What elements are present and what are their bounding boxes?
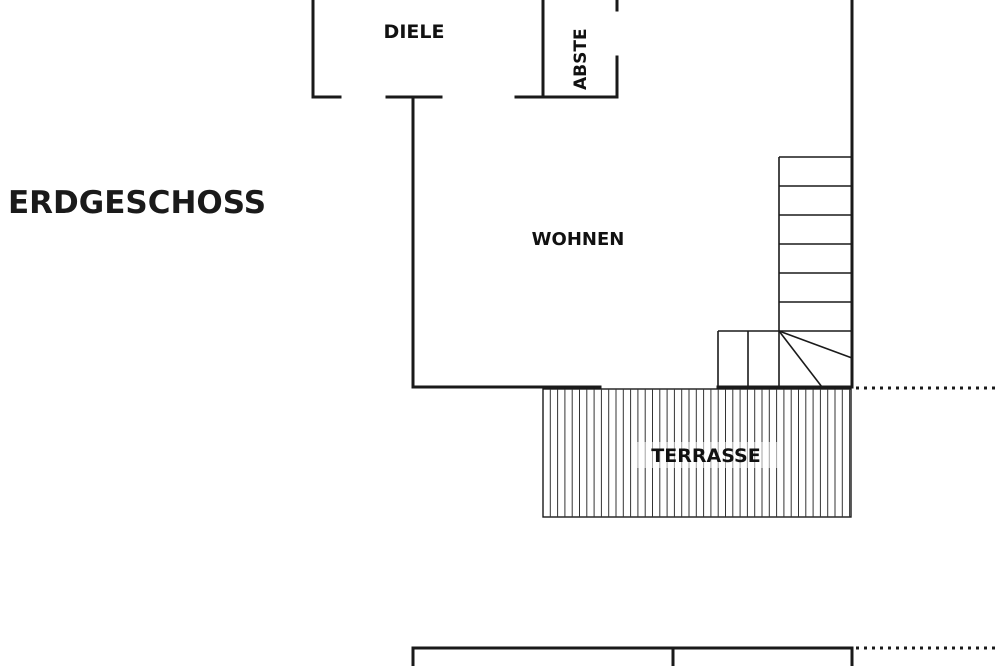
floor-title: ERDGESCHOSS [8,185,266,221]
abstell-walls [541,0,619,99]
lower-floor-walls [411,646,854,666]
room-label-terrasse: TERRASSE [651,445,760,467]
staircase [717,156,853,388]
terrasse-label-bg [632,442,778,468]
room-label-wohnen: WOHNEN [532,229,625,250]
wohnen-walls [411,0,854,389]
room-label-diele: DIELE [384,21,445,43]
room-label-abstell: ABSTE [571,28,591,90]
